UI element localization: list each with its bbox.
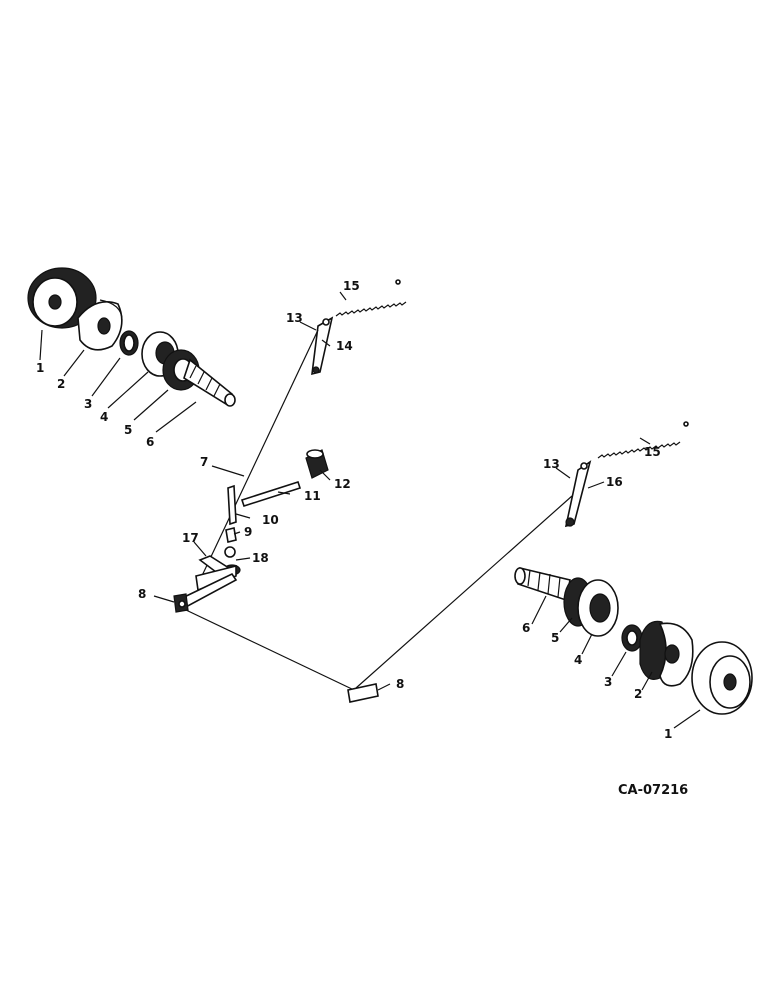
right-seal bbox=[621, 624, 643, 652]
callout-right-13: 13 bbox=[543, 457, 560, 471]
callout-right-4: 4 bbox=[574, 653, 582, 667]
callout-left-3: 3 bbox=[84, 397, 92, 411]
callout-right-1: 1 bbox=[664, 727, 672, 741]
right-hub bbox=[577, 579, 619, 637]
callout-11: 11 bbox=[304, 489, 321, 503]
nut bbox=[225, 527, 237, 543]
left-brake-rod bbox=[199, 329, 319, 581]
right-brake-rod bbox=[355, 495, 573, 689]
drawing-code: CA-07216 bbox=[618, 783, 688, 798]
left-brake-shoe bbox=[77, 299, 123, 351]
callout-12: 12 bbox=[334, 477, 351, 491]
right-brake-assembly bbox=[514, 567, 753, 729]
callout-left-2: 2 bbox=[57, 377, 65, 391]
callout-right-3: 3 bbox=[604, 675, 612, 689]
callout-left-14: 14 bbox=[336, 339, 353, 353]
callout-right-5: 5 bbox=[551, 631, 559, 645]
callout-right-15: 15 bbox=[644, 445, 661, 459]
callout-right-16: 16 bbox=[606, 475, 623, 489]
callout-right-8: 8 bbox=[396, 677, 404, 691]
callout-right-2: 2 bbox=[634, 687, 642, 701]
left-return-spring bbox=[335, 279, 407, 317]
right-rod-end bbox=[347, 683, 379, 703]
callout-17: 17 bbox=[182, 531, 199, 545]
right-brake-shoe bbox=[639, 620, 694, 687]
callout-left-5: 5 bbox=[124, 423, 132, 437]
left-seal bbox=[119, 330, 139, 356]
callout-left-8: 8 bbox=[138, 587, 146, 601]
callout-left-4: 4 bbox=[100, 410, 108, 424]
key bbox=[227, 484, 237, 526]
bushing bbox=[305, 449, 329, 479]
callout-right-6: 6 bbox=[522, 621, 530, 635]
callout-left-1: 1 bbox=[36, 361, 44, 375]
callout-10: 10 bbox=[262, 513, 279, 527]
equalizer-rod bbox=[185, 609, 355, 691]
cross-shaft-pin bbox=[240, 480, 302, 508]
callout-7: 7 bbox=[200, 455, 208, 469]
right-brake-drum bbox=[691, 641, 753, 715]
callout-left-13: 13 bbox=[286, 311, 303, 325]
left-axle-shaft bbox=[183, 358, 236, 407]
left-brake-drum bbox=[27, 267, 97, 329]
left-brake-assembly bbox=[27, 267, 236, 433]
callout-left-15: 15 bbox=[343, 279, 360, 293]
right-return-spring bbox=[597, 421, 689, 459]
callout-9: 9 bbox=[244, 525, 252, 539]
callout-left-6: 6 bbox=[146, 435, 154, 449]
left-rod-end bbox=[173, 593, 189, 613]
right-brake-lever bbox=[564, 460, 592, 528]
linkage-assembly bbox=[153, 279, 689, 703]
callout-18: 18 bbox=[252, 551, 269, 565]
left-brake-lever bbox=[311, 316, 334, 376]
cross-shaft-lever bbox=[176, 555, 238, 610]
right-axle-shaft bbox=[514, 567, 571, 602]
